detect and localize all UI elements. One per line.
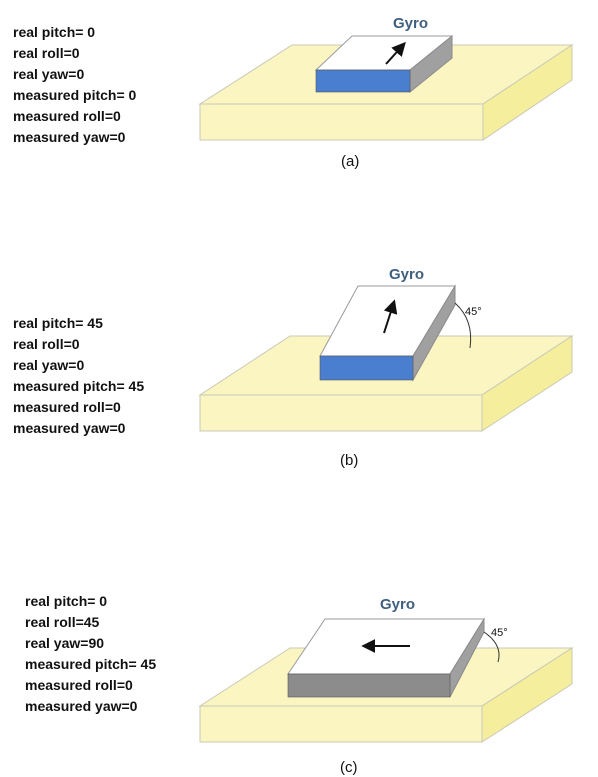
value-line: measured roll=0 <box>25 677 133 693</box>
direction-arrow-b <box>383 299 398 334</box>
value-line: measured pitch= 0 <box>13 87 137 103</box>
angle-label-c: 45° <box>491 627 508 639</box>
panel-c <box>198 617 574 743</box>
values-list-a: real pitch= 0 real roll=0 real yaw=0 mea… <box>13 22 136 148</box>
gyro-front-c <box>287 673 451 698</box>
caption-a: (a) <box>341 153 360 170</box>
value-line: measured roll=0 <box>13 399 121 415</box>
caption-b: (b) <box>340 452 359 469</box>
base-front-a <box>199 103 484 141</box>
values-list-c: real pitch= 0 real roll=45 real yaw=90 m… <box>25 591 156 717</box>
angle-arc-c <box>483 631 500 663</box>
value-line: measured yaw=0 <box>25 698 138 714</box>
gyro-label-c: Gyro <box>380 596 416 613</box>
value-line: measured pitch= 45 <box>25 656 157 672</box>
values-list-b: real pitch= 45 real roll=0 real yaw=0 me… <box>13 313 144 439</box>
value-line: measured pitch= 45 <box>13 378 145 394</box>
gyro-label-a: Gyro <box>393 15 429 32</box>
caption-c: (c) <box>340 759 358 776</box>
value-line: real yaw=0 <box>13 357 85 373</box>
value-line: measured yaw=0 <box>13 129 126 145</box>
base-front-c <box>199 705 483 743</box>
panel-a <box>198 34 574 141</box>
gyro-label-b: Gyro <box>389 266 425 283</box>
gyro-front-b <box>319 355 414 381</box>
value-line: real pitch= 0 <box>25 593 108 609</box>
value-line: real roll=0 <box>13 45 80 61</box>
angle-label-b: 45° <box>465 306 482 318</box>
value-line: measured yaw=0 <box>13 420 126 436</box>
value-line: real pitch= 0 <box>13 24 96 40</box>
base-front-b <box>199 394 483 432</box>
value-line: real yaw=0 <box>13 66 85 82</box>
value-line: measured roll=0 <box>13 108 121 124</box>
value-line: real yaw=90 <box>25 635 105 651</box>
panel-b <box>198 284 574 432</box>
value-line: real roll=0 <box>13 336 80 352</box>
value-line: real pitch= 45 <box>13 315 103 331</box>
direction-arrow-a <box>385 41 406 65</box>
gyro-front-a <box>315 69 411 93</box>
angle-arc-b <box>454 302 472 349</box>
value-line: real roll=45 <box>25 614 100 630</box>
